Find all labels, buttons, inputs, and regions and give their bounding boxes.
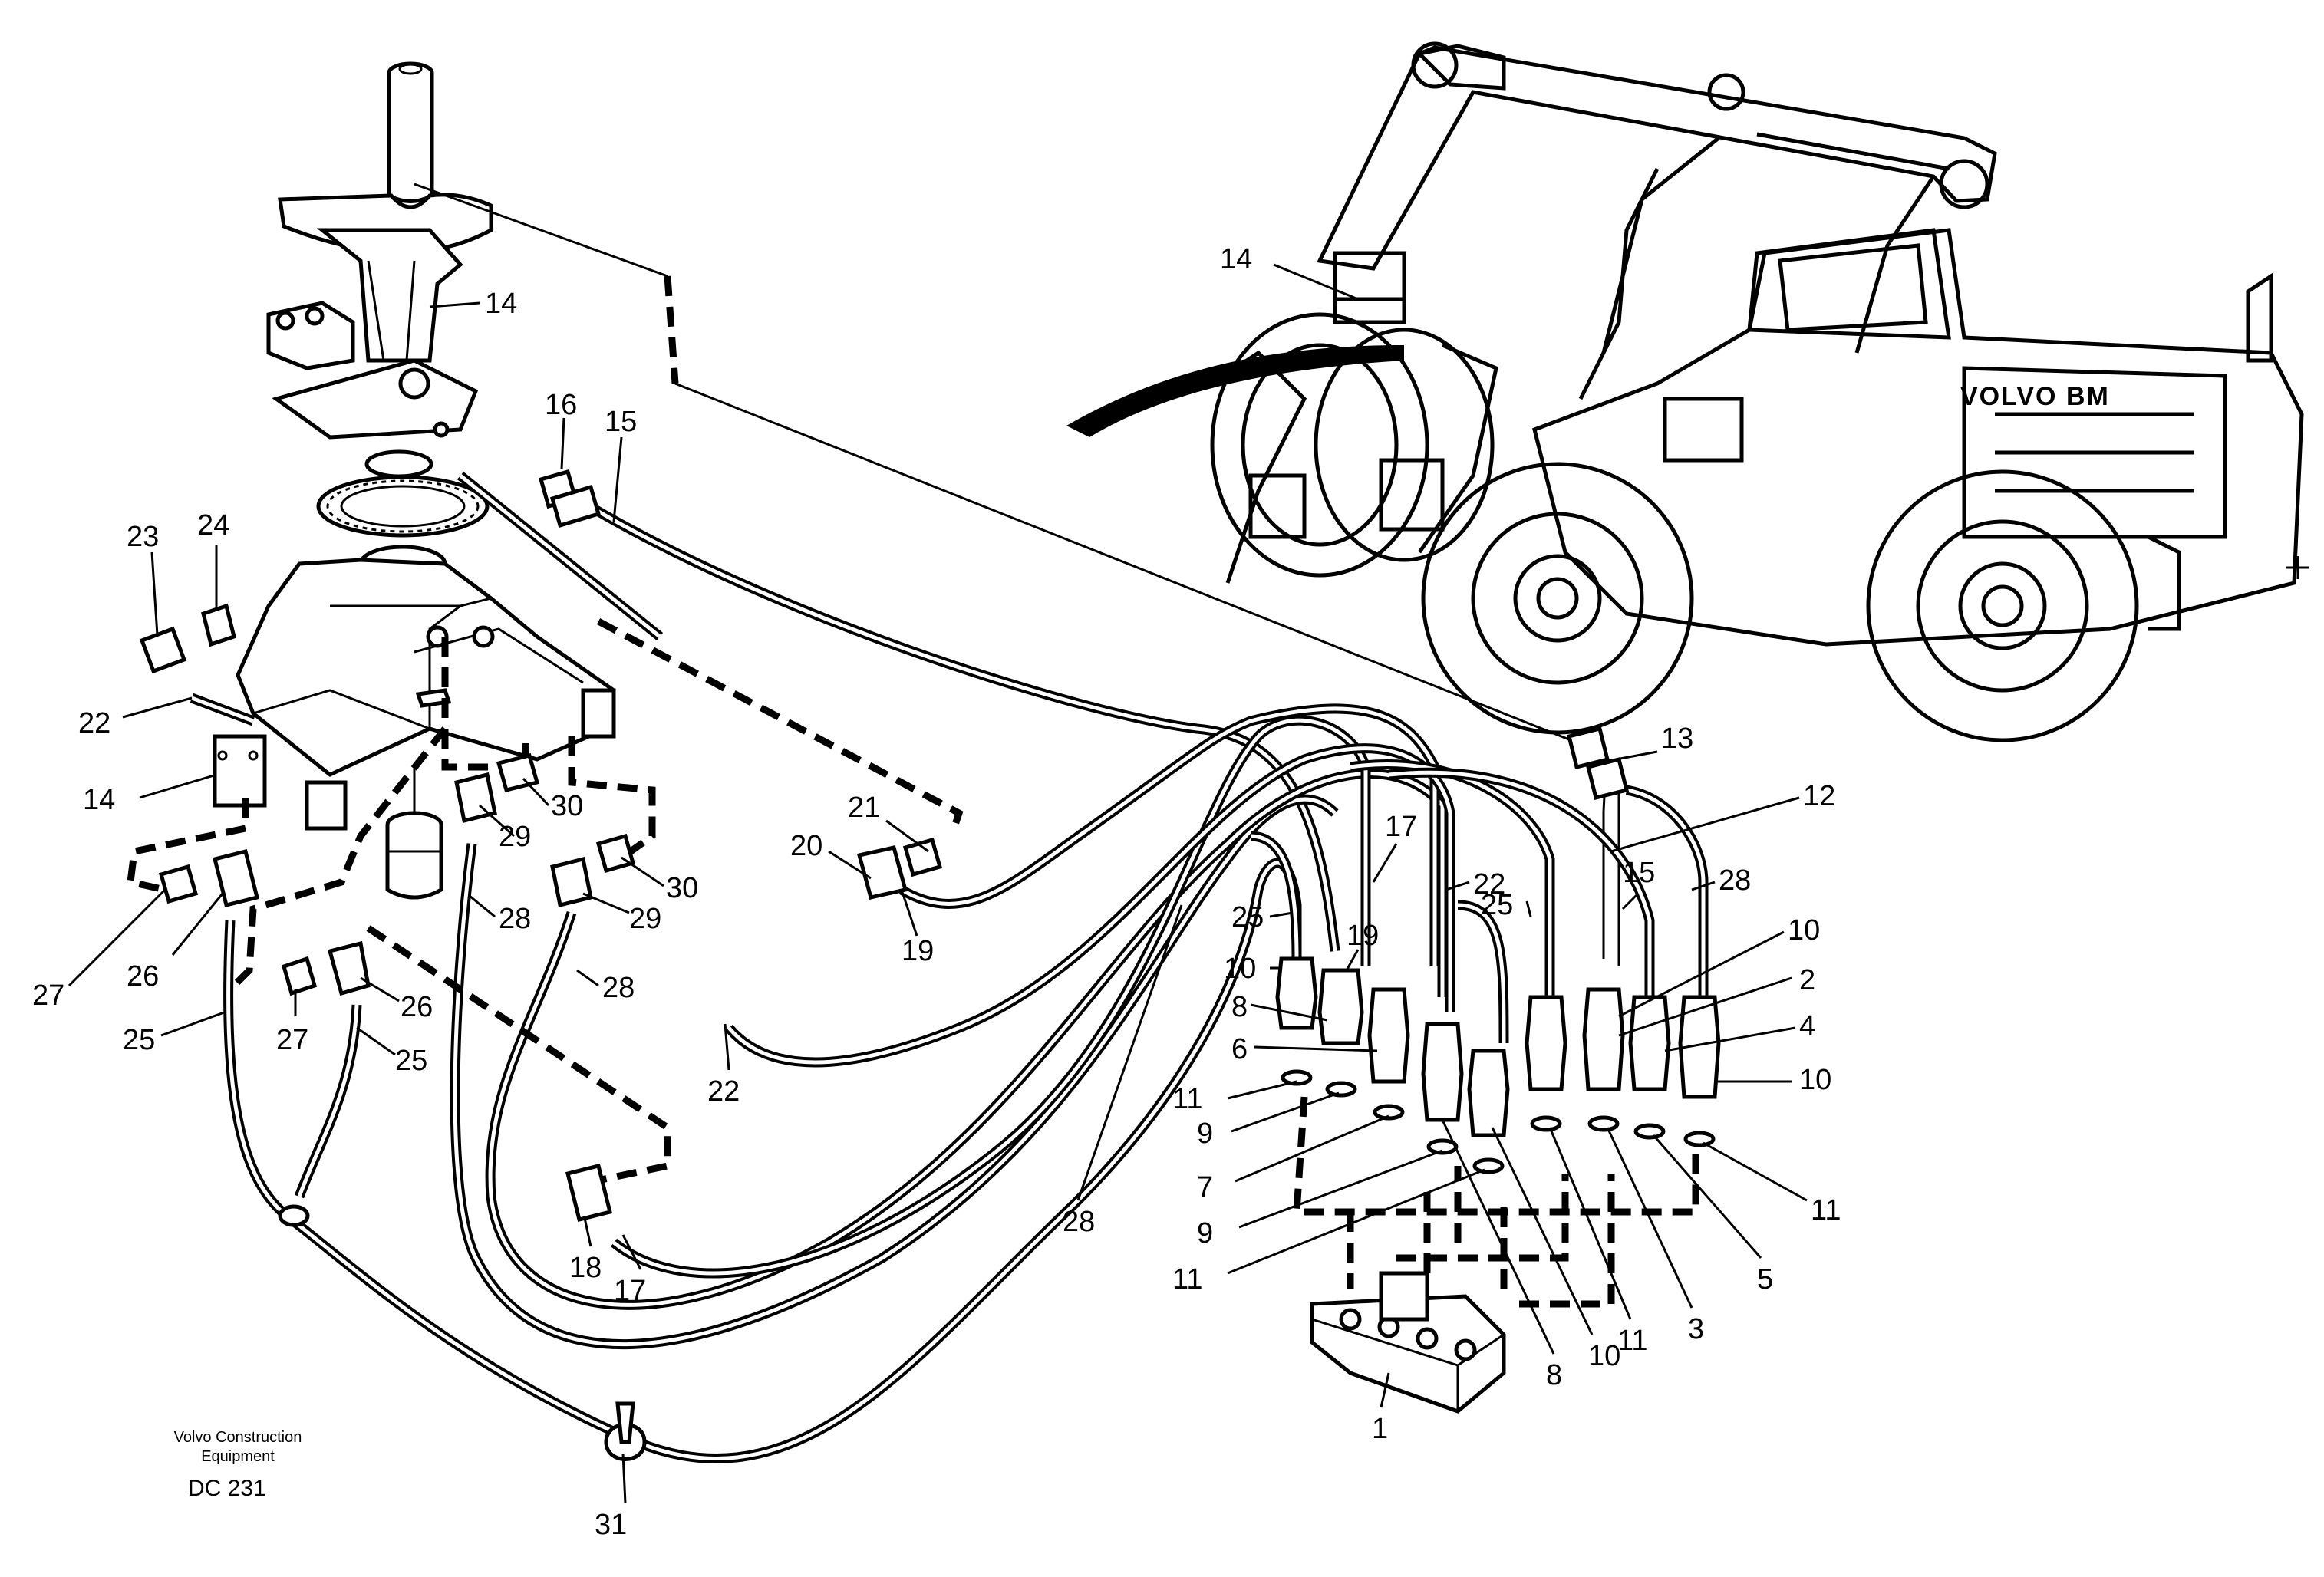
callout-10: 10 (1224, 953, 1256, 985)
callout-19: 19 (902, 935, 934, 967)
hydraulic-hoses (190, 183, 1709, 1463)
callout-17: 17 (1385, 811, 1417, 843)
direction-arrow-icon (1066, 345, 1404, 437)
callout-10: 10 (1799, 1064, 1831, 1096)
callout-11: 11 (1172, 1263, 1202, 1296)
valve-fittings-row (1275, 956, 1721, 1174)
fitting-24 (201, 603, 236, 647)
callout-30: 30 (666, 872, 698, 904)
callout-28: 28 (1063, 1206, 1095, 1238)
callout-25: 25 (395, 1045, 427, 1077)
callout-27: 27 (32, 979, 64, 1012)
callout-9: 9 (1197, 1118, 1213, 1150)
callout-30: 30 (551, 790, 583, 822)
fitting-18 (565, 1163, 613, 1223)
callout-26: 26 (401, 991, 433, 1023)
callout-24: 24 (197, 509, 229, 542)
callout-15: 15 (605, 406, 637, 438)
drawing-code: DC 231 (188, 1476, 266, 1501)
callout-4: 4 (1799, 1010, 1815, 1042)
fitting-26a (212, 848, 260, 908)
callout-25: 25 (1231, 901, 1264, 933)
connection-dashed-lines (127, 618, 1699, 1308)
fitting-23 (139, 626, 187, 674)
fitting-26b (327, 940, 371, 996)
callout-22: 22 (707, 1075, 740, 1108)
fitting-13 (1566, 726, 1610, 770)
callout-29: 29 (499, 821, 531, 853)
fitting-27a (158, 864, 199, 904)
callout-22: 22 (78, 707, 110, 739)
callout-8: 8 (1231, 991, 1248, 1023)
callout-13: 13 (1661, 723, 1693, 755)
fittings (139, 469, 1630, 1461)
brand-label: VOLVO BM (1960, 382, 2110, 411)
callout-28: 28 (602, 972, 635, 1004)
callout-11: 11 (1811, 1194, 1841, 1226)
callout-23: 23 (127, 521, 159, 553)
part-callouts: 14 16 15 23 24 22 14 29 30 29 30 28 28 2… (32, 243, 1841, 1541)
forwarder-machine-illustration: VOLVO BM (1066, 41, 2309, 742)
callout-18: 18 (569, 1252, 602, 1284)
callout-21: 21 (848, 792, 880, 824)
publisher-line-2: Equipment (201, 1448, 275, 1465)
publisher-line-1: Volvo Construction (174, 1429, 302, 1446)
callout-17: 17 (614, 1275, 646, 1307)
callout-11: 11 (1617, 1325, 1647, 1357)
callout-26: 26 (127, 960, 159, 993)
callout-19: 19 (1347, 920, 1379, 952)
callout-16: 16 (545, 389, 577, 421)
callout-29: 29 (629, 903, 661, 935)
callout-10: 10 (1588, 1340, 1620, 1372)
callout-1: 1 (1372, 1413, 1388, 1445)
callout-27: 27 (276, 1024, 308, 1056)
callout-2: 2 (1799, 964, 1815, 996)
callout-15: 15 (1623, 857, 1655, 889)
rotator-assembly-illustration (213, 61, 616, 900)
callout-25: 25 (1481, 889, 1513, 921)
callout-5: 5 (1757, 1263, 1773, 1296)
callout-8: 8 (1546, 1359, 1562, 1391)
callout-9: 9 (1197, 1217, 1213, 1249)
fitting-27b (281, 956, 318, 996)
fitting-21 (902, 837, 943, 877)
callout-10: 10 (1788, 914, 1820, 947)
callout-28: 28 (1719, 864, 1751, 897)
callout-28: 28 (499, 903, 531, 935)
callout-20: 20 (790, 830, 822, 862)
fitting-30b (595, 833, 636, 874)
callout-12: 12 (1803, 780, 1835, 812)
callout-25: 25 (123, 1024, 155, 1056)
callout-22: 22 (1473, 868, 1505, 900)
callout-14: 14 (1220, 243, 1252, 275)
fitting-29b (550, 856, 593, 908)
callout-11: 11 (1172, 1083, 1202, 1115)
manifold-block (1310, 1271, 1506, 1414)
fitting-20 (856, 845, 908, 900)
publisher-footer: Volvo Construction Equipment DC 231 (174, 1429, 302, 1501)
callout-31: 31 (595, 1509, 627, 1541)
callout-14: 14 (83, 784, 115, 816)
callout-7: 7 (1197, 1171, 1213, 1203)
callout-14: 14 (485, 288, 517, 320)
callout-6: 6 (1231, 1033, 1248, 1065)
callout-3: 3 (1688, 1313, 1704, 1345)
fitting-30a (496, 752, 540, 793)
